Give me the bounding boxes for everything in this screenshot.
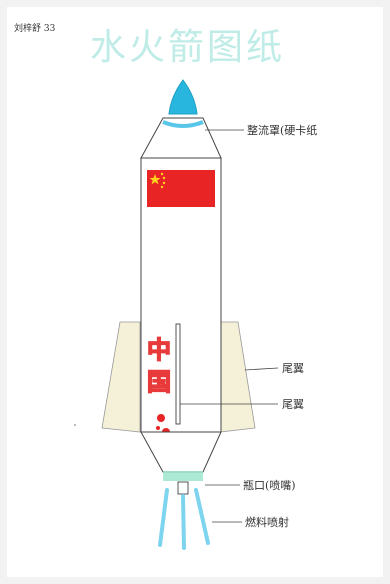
author-note: 刘梓舒 33 <box>14 24 56 34</box>
exhaust-stream-3 <box>194 488 210 545</box>
left-tail-fin <box>101 321 141 433</box>
body-text-zhong: 中 <box>147 335 171 364</box>
exhaust-stream-1 <box>158 488 169 547</box>
nozzle-band <box>163 471 203 481</box>
exhaust-stream-2 <box>181 494 186 550</box>
flag-small-star-2 <box>162 176 166 180</box>
red-dot-5 <box>156 426 160 430</box>
nozzle <box>177 481 189 495</box>
flag-small-star-1 <box>160 172 164 176</box>
drawing-title: 水火箭图纸 <box>90 27 286 68</box>
bottom-taper <box>140 431 222 473</box>
label-tail-fin-2: 尾翼 <box>282 398 304 411</box>
flag <box>147 170 215 207</box>
right-tail-fin <box>219 321 256 433</box>
label-nozzle: 瓶口(喷嘴) <box>243 478 296 492</box>
label-nose-cone: 整流罩(硬卡纸 <box>247 123 317 137</box>
flag-star <box>149 174 161 185</box>
leader-tail-fin-1 <box>244 367 279 371</box>
nose-tip <box>168 79 198 115</box>
label-exhaust: 燃料喷射 <box>245 515 289 529</box>
red-dot-1 <box>157 414 165 422</box>
stray-dot <box>74 424 76 426</box>
body-text-guo: 国 <box>147 367 171 396</box>
nose-band <box>162 120 204 128</box>
flag-small-star-3 <box>162 181 166 185</box>
flag-small-star-4 <box>160 185 164 189</box>
label-tail-fin-1: 尾翼 <box>282 362 304 375</box>
fin-slot <box>175 323 181 425</box>
